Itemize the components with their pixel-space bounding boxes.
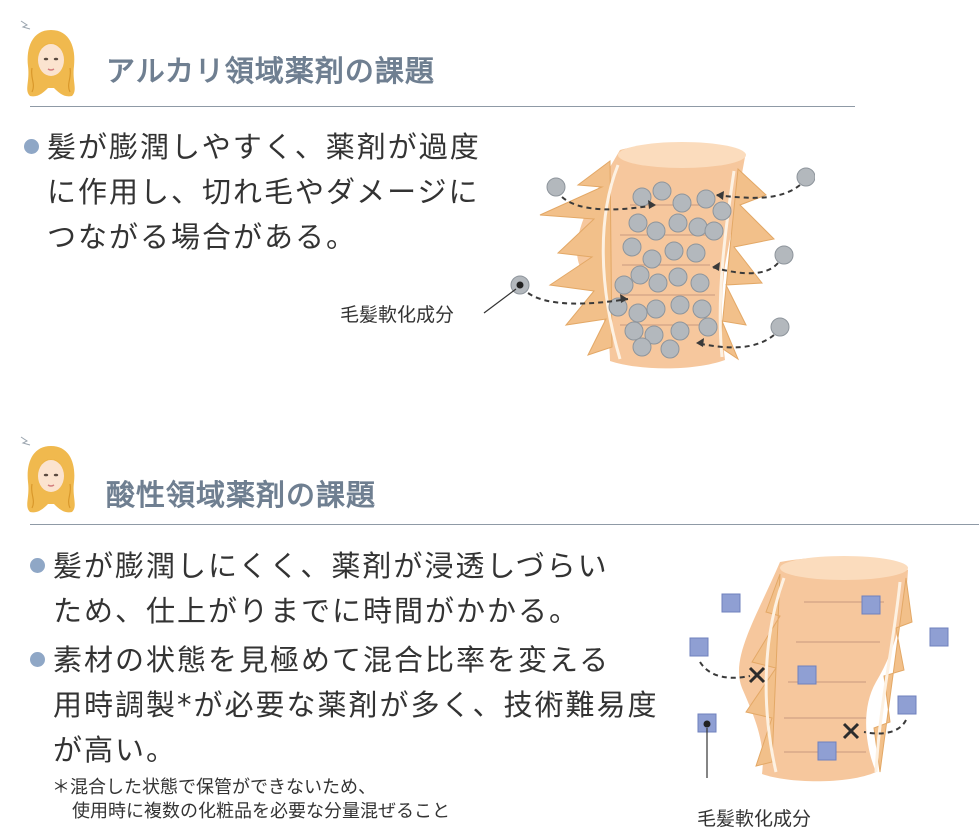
bullet-text-line: ため、仕上がりまでに時間がかかる。 [53,594,581,628]
woman-avatar-icon [20,436,75,513]
diagram-label: 毛髪軟化成分 [340,304,455,326]
alkaline-hair-diagram [483,142,815,369]
divider [30,524,979,525]
bullet-text-line: 髪が膨潤しやすく、薬剤が過度 [47,130,481,164]
bullet-text-line: 用時調製*が必要な薬剤が多く、技術難易度 [53,688,659,722]
footnote-line: ＊混合した状態で保管ができないため、 [52,777,376,798]
bullet-text-line: が高い。 [53,733,178,767]
section-title: アルカリ領域薬剤の課題 [106,54,435,88]
bullet-item: 髪が膨潤しやすく、薬剤が過度 に作用し、切れ毛やダメージに つながる場合がある。 [24,125,481,260]
bullet-text-line: に作用し、切れ毛やダメージに [47,175,480,209]
acidic-hair-diagram [689,556,949,782]
section-acidic: 酸性領域薬剤の課題 髪が膨潤しにくく、薬剤が浸透しづらい ため、仕上がりまでに時… [0,420,979,838]
bullet-text-line: つながる場合がある。 [47,220,358,254]
bullet-item: 素材の状態を見極めて混合比率を変える 用時調製*が必要な薬剤が多く、技術難易度 … [30,638,659,773]
bullet-item: 髪が膨潤しにくく、薬剤が浸透しづらい ため、仕上がりまでに時間がかかる。 [30,544,659,634]
footnote: ＊混合した状態で保管ができないため、 使用時に複数の化粧品を必要な分量混ぜること [52,776,450,824]
footnote-line: 使用時に複数の化粧品を必要な分量混ぜること [72,801,450,822]
section-alkaline: アルカリ領域薬剤の課題 髪が膨潤しやすく、薬剤が過度 に作用し、切れ毛やダメージ… [0,0,979,380]
bullet-list: 髪が膨潤しにくく、薬剤が浸透しづらい ため、仕上がりまでに時間がかかる。 素材の… [30,544,659,773]
bullet-text-line: 素材の状態を見極めて混合比率を変える [53,643,611,677]
bullet-list: 髪が膨潤しやすく、薬剤が過度 に作用し、切れ毛やダメージに つながる場合がある。 [24,125,481,260]
bullet-icon [24,139,39,154]
bullet-icon [30,652,45,667]
woman-avatar-icon [20,20,75,97]
bullet-text-line: 髪が膨潤しにくく、薬剤が浸透しづらい [53,549,609,583]
diagram-label: 毛髪軟化成分 [697,808,812,830]
divider [30,106,855,107]
section-title: 酸性領域薬剤の課題 [106,478,377,512]
bullet-icon [30,558,45,573]
